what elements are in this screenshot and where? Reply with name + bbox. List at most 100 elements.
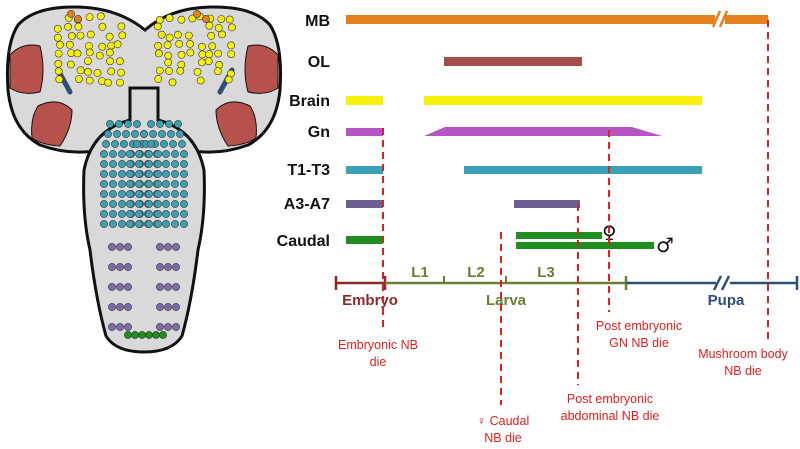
thoracic-nb-dot <box>180 150 188 158</box>
thoracic-nb-dot <box>174 120 182 128</box>
abdominal-nb-dot <box>172 243 180 251</box>
annotation-embryonic-line2: die <box>370 355 387 369</box>
thoracic-nb-dot <box>154 150 162 158</box>
thoracic-nb-dot <box>133 120 141 128</box>
brain-nb-dot <box>116 57 124 66</box>
thoracic-nb-dot <box>122 130 130 138</box>
thoracic-nb-dot <box>180 190 188 198</box>
brain-nb-dot <box>95 51 104 60</box>
thoracic-nb-dot <box>154 210 162 218</box>
brain-nb-dot <box>198 50 207 59</box>
thoracic-nb-dot <box>126 150 134 158</box>
bar-gn-post <box>424 127 662 136</box>
brain-nb-dot <box>116 78 124 87</box>
abdominal-nb-dot <box>108 263 116 271</box>
thoracic-nb-dot <box>171 220 179 228</box>
thoracic-nb-dot <box>162 150 170 158</box>
brain-nb-dot <box>154 42 162 50</box>
brain-nb-dot <box>173 30 182 39</box>
thoracic-nb-dot <box>126 190 134 198</box>
thoracic-nb-dot <box>145 160 153 168</box>
stage-embryo: Embryo <box>342 292 398 309</box>
thoracic-nb-dot <box>126 210 134 218</box>
brain-nb-dot <box>104 78 112 87</box>
brain-nb-dot <box>165 67 173 75</box>
annotation-embryonic-line1: Embryonic NB <box>338 338 418 352</box>
brain-nb-dot <box>54 49 63 58</box>
brain-nb-dot <box>184 31 193 40</box>
mb-nb-dot <box>202 15 210 23</box>
brain-nb-dot <box>64 22 72 31</box>
abdominal-nb-dot <box>164 323 172 331</box>
row-label-brain: Brain <box>289 93 330 110</box>
brain-nb-dot <box>66 60 75 69</box>
row-label-mb: MB <box>305 13 330 30</box>
brain-nb-dot <box>153 22 162 31</box>
thoracic-nb-dot <box>100 190 108 198</box>
thoracic-nb-dot <box>126 160 134 168</box>
thoracic-nb-dot <box>180 160 188 168</box>
thoracic-nb-dot <box>135 220 143 228</box>
brain-nb-dot <box>56 40 64 49</box>
annotation-abdominal-line2: abdominal NB die <box>561 409 660 423</box>
thoracic-nb-dot <box>167 130 175 138</box>
nb-death-lines <box>382 20 769 405</box>
caudal-nb-dot <box>124 331 132 339</box>
developmental-timeline: L1 L2 L3 Embryo Larva Pupa <box>334 264 799 309</box>
thoracic-nb-dot <box>100 200 108 208</box>
thoracic-nb-dot <box>135 210 143 218</box>
thoracic-nb-dot <box>154 170 162 178</box>
thoracic-nb-dot <box>120 140 128 148</box>
thoracic-nb-dot <box>111 140 119 148</box>
optic-lobe-left-bottom <box>31 101 73 147</box>
thoracic-nb-dot <box>180 170 188 178</box>
row-label-a3-a7: A3-A7 <box>284 196 330 213</box>
thoracic-nb-dot <box>104 130 112 138</box>
bar-ol <box>444 57 582 66</box>
thoracic-nb-dot <box>109 220 117 228</box>
thoracic-nb-dot <box>171 150 179 158</box>
cns-schematic <box>5 5 283 354</box>
brain-nb-dot <box>84 57 92 65</box>
brain-nb-dot <box>106 57 114 66</box>
brain-nb-dot <box>98 22 107 31</box>
brain-nb-dot <box>197 58 206 67</box>
brain-nb-dot <box>105 32 114 41</box>
thoracic-nb-dot <box>118 190 126 198</box>
thoracic-nb-dot <box>162 220 170 228</box>
thoracic-nb-dot <box>145 200 153 208</box>
bar-caudal-female <box>516 232 602 239</box>
mb-break-mark-1 <box>711 10 722 28</box>
instar-l3: L3 <box>537 264 555 281</box>
abdominal-nb-dot <box>172 263 180 271</box>
brain-nb-dot <box>68 32 76 40</box>
brain-nb-dot <box>164 51 173 60</box>
brain-nb-dot <box>84 68 92 76</box>
thoracic-nb-dot <box>109 160 117 168</box>
thoracic-nb-dot <box>113 130 121 138</box>
brain-nb-dot <box>155 15 164 24</box>
brain-nb-dot <box>86 30 95 39</box>
brain-nb-dot <box>53 24 62 33</box>
thoracic-nb-dot <box>171 180 179 188</box>
thoracic-nb-dot <box>106 120 114 128</box>
thoracic-nb-dot <box>162 200 170 208</box>
thoracic-nb-dot <box>100 160 108 168</box>
brain-nb-dot <box>118 31 127 40</box>
brain-nb-dot <box>175 40 184 48</box>
thoracic-nb-dot <box>147 140 155 148</box>
abdominal-nb-dot <box>164 303 172 311</box>
thoracic-nb-dot <box>131 130 139 138</box>
row-label-t1-t3: T1-T3 <box>287 162 330 179</box>
bar-a3-a7-embryo <box>346 200 383 208</box>
brain-nb-dot <box>205 50 214 59</box>
thoracic-nb-dot <box>135 160 143 168</box>
brain-nb-dot <box>65 40 74 49</box>
thoracic-nb-dot <box>145 220 153 228</box>
abdominal-nb-dot <box>164 283 172 291</box>
thoracic-nb-dot <box>162 170 170 178</box>
thoracic-nb-dot <box>169 140 177 148</box>
brain-nb-dot <box>107 67 116 76</box>
abdominal-nb-dot <box>108 283 116 291</box>
thoracic-nb-dot <box>100 170 108 178</box>
